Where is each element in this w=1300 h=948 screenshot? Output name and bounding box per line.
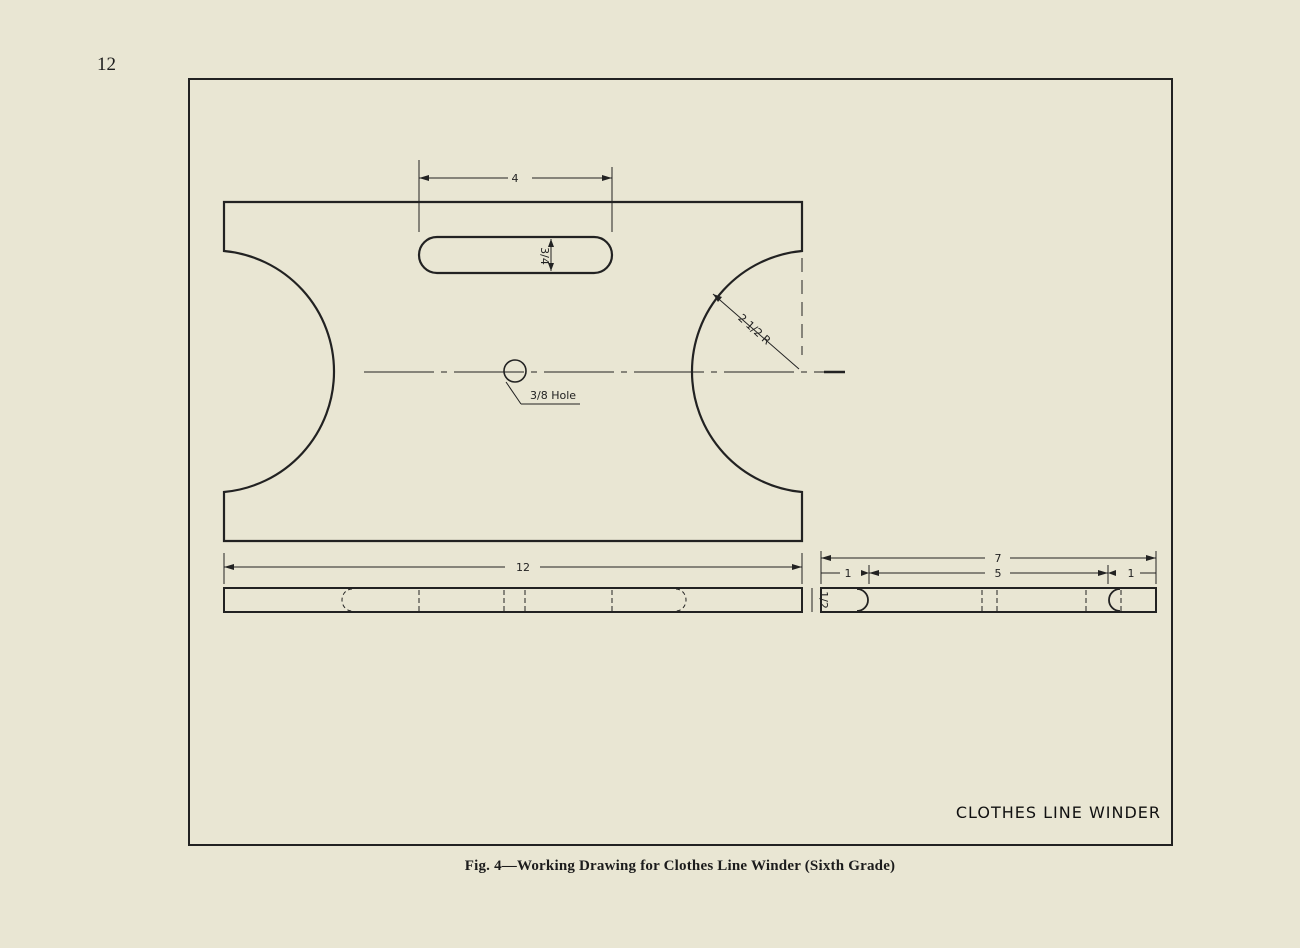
end-view-arc-right (1108, 588, 1121, 612)
end-hidden-lines (981, 590, 1122, 611)
end-right-label: 1 (1128, 567, 1135, 580)
slot-width-label: 3/4 (538, 247, 551, 265)
hole-leader (505, 381, 522, 405)
slot-length-label: 4 (512, 172, 519, 185)
slot-arrow-left (419, 175, 429, 181)
end-right-arrow (1108, 570, 1116, 576)
overall-length-label: 12 (516, 561, 530, 574)
slot-width-arrow-bottom (548, 263, 554, 271)
length-arrow-right (792, 564, 802, 570)
radius-arrow (713, 294, 722, 302)
radius-leader (712, 293, 800, 370)
figure-caption: Fig. 4—Working Drawing for Clothes Line … (464, 858, 896, 874)
inner-width-label: 5 (995, 567, 1002, 580)
width-arrow-left (821, 555, 831, 561)
width-arrow-right (1146, 555, 1156, 561)
handle-slot (417, 235, 614, 275)
inner-arrow-left (869, 570, 879, 576)
drawing-border (188, 78, 1173, 846)
front-hidden-arc-left (341, 588, 353, 612)
slot-arrow-right (602, 175, 612, 181)
front-hidden-lines (418, 590, 613, 611)
end-view-arc-left (856, 588, 869, 612)
end-left-label: 1 (845, 567, 852, 580)
page-number: 12 (97, 54, 116, 75)
end-left-arrow (861, 570, 869, 576)
end-view-outline (820, 587, 1157, 613)
inner-arrow-right (1098, 570, 1108, 576)
front-view-outline (223, 587, 803, 613)
center-hole (503, 359, 527, 383)
slot-width-arrow-top (548, 239, 554, 247)
hole-note: 3/8 Hole (530, 389, 576, 402)
thickness-label: 1/2 (817, 591, 830, 609)
radius-label: 2 1/2 R (735, 311, 773, 347)
overall-width-label: 7 (995, 552, 1002, 565)
length-arrow-left (224, 564, 234, 570)
top-view-outline (222, 200, 804, 543)
drawing-title: CLOTHES LINE WINDER (956, 803, 1161, 822)
front-hidden-arc-right (675, 588, 687, 612)
